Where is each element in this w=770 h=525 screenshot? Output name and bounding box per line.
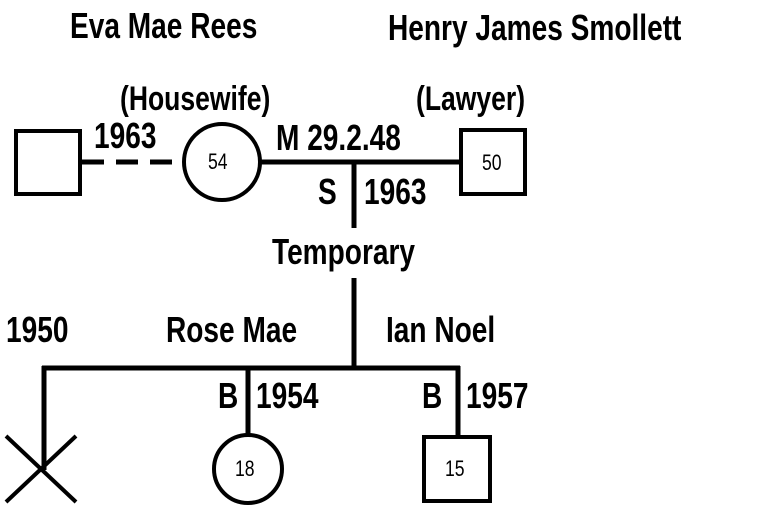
mother-name-label: Eva Mae Rees bbox=[70, 5, 258, 46]
deceased-child-x-stroke-2 bbox=[4, 434, 78, 504]
daughter-age: 18 bbox=[235, 456, 255, 481]
separation-label: S bbox=[318, 171, 337, 212]
daughter-birth-year: 1954 bbox=[256, 375, 319, 416]
son-name-label: Ian Noel bbox=[386, 309, 496, 350]
separation-year-label: 1963 bbox=[364, 171, 427, 212]
father-name-label: Henry James Smollett bbox=[388, 7, 682, 48]
son-birth-year: 1957 bbox=[466, 375, 529, 416]
mother-occupation-label: (Housewife) bbox=[120, 80, 271, 118]
ex-relationship-end-year: 1963 bbox=[94, 115, 157, 156]
daughter-birth-label: B bbox=[218, 375, 239, 416]
deceased-child-year: 1950 bbox=[6, 309, 69, 350]
ex-partner-square bbox=[14, 129, 82, 196]
separation-status-label: Temporary bbox=[272, 231, 416, 272]
father-square bbox=[459, 128, 527, 196]
mother-age: 54 bbox=[208, 149, 228, 174]
son-age: 15 bbox=[445, 456, 465, 481]
father-occupation-label: (Lawyer) bbox=[416, 80, 526, 118]
daughter-name-label: Rose Mae bbox=[166, 309, 298, 350]
marriage-date-label: M 29.2.48 bbox=[276, 117, 401, 158]
daughter-circle bbox=[212, 433, 284, 505]
son-square bbox=[422, 435, 492, 503]
son-birth-label: B bbox=[422, 375, 443, 416]
father-age: 50 bbox=[482, 150, 502, 175]
